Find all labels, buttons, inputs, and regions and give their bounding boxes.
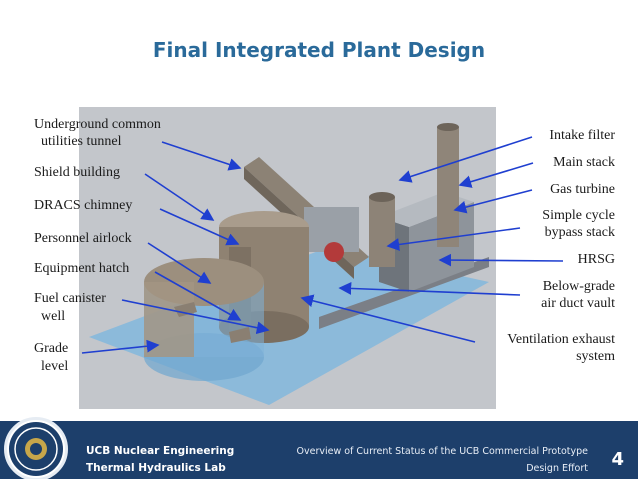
label-grade-line1: Grade [34, 341, 69, 356]
label-hrsg: HRSG [577, 252, 615, 267]
label-dracs-chimney: DRACS chimney [34, 198, 133, 213]
slide-title: Final Integrated Plant Design [152, 38, 486, 62]
footer-subtitle-line2: Design Effort [526, 463, 588, 474]
footer-org-line2: Thermal Hydraulics Lab [86, 462, 226, 474]
university-seal-icon [4, 417, 68, 479]
plant-render [79, 107, 496, 409]
label-bypass-line2: bypass stack [544, 225, 615, 240]
label-gas-turbine: Gas turbine [550, 182, 615, 197]
turbine-component [324, 242, 344, 262]
label-equipment-hatch: Equipment hatch [34, 261, 130, 276]
label-fuel-canister-line2: well [41, 309, 66, 324]
label-vault-line2: air duct vault [541, 296, 615, 311]
footer-bar [0, 421, 638, 479]
equipment-hatch [229, 327, 251, 343]
plant-render-drawing [89, 123, 489, 405]
label-intake-filter: Intake filter [549, 128, 615, 143]
label-fuel-canister-line1: Fuel canister [34, 291, 106, 306]
label-shield-building: Shield building [34, 165, 120, 180]
bypass-stack [369, 197, 395, 267]
main-stack [437, 127, 459, 247]
label-vent-line2: system [576, 349, 615, 364]
footer-organization: UCB Nuclear Engineering Thermal Hydrauli… [86, 443, 234, 477]
label-personnel-airlock: Personnel airlock [34, 231, 132, 246]
footer-org-line1: UCB Nuclear Engineering [86, 445, 235, 457]
label-grade-line2: level [41, 359, 69, 374]
footer-subtitle: Overview of Current Status of the UCB Co… [268, 443, 589, 477]
label-underground-line2: utilities tunnel [41, 134, 122, 149]
label-vault-line1: Below-grade [542, 279, 615, 294]
label-underground-line1: Underground common [34, 117, 161, 132]
label-vent-line1: Ventilation exhaust [507, 332, 615, 347]
label-main-stack: Main stack [553, 155, 615, 170]
page-number: 4 [611, 449, 624, 470]
label-bypass-line1: Simple cycle [542, 208, 615, 223]
footer-subtitle-line1: Overview of Current Status of the UCB Co… [296, 446, 589, 457]
